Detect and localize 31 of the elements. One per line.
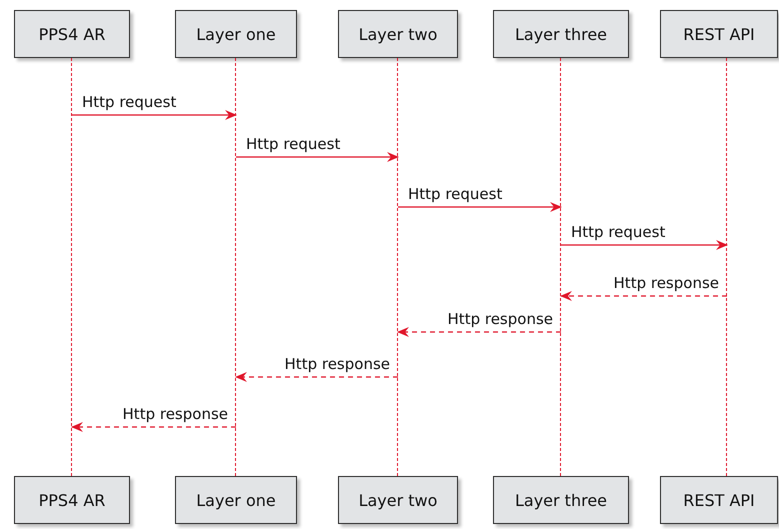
lifeline <box>726 58 728 476</box>
participant-box: Layer two <box>338 10 458 58</box>
message-arrow <box>71 422 236 432</box>
message-arrow <box>235 372 398 382</box>
edge-label: Http response <box>120 405 230 423</box>
edge-label: Http request <box>569 223 668 241</box>
edge-label: Http request <box>80 93 178 111</box>
edge-label: Http response <box>282 355 392 373</box>
message-arrow <box>398 202 562 212</box>
participant-box: Layer one <box>175 10 297 58</box>
lifeline <box>397 58 399 476</box>
edge-label: Http response <box>612 274 721 292</box>
participant-box: Layer three <box>493 10 629 58</box>
participant-box: REST API <box>660 10 778 58</box>
message-arrow <box>72 110 237 120</box>
participant-box: REST API <box>660 476 778 524</box>
message-arrow <box>236 152 399 162</box>
edge-label: Http request <box>244 135 342 153</box>
edge-label: Http response <box>446 310 555 328</box>
participant-box: Layer one <box>175 476 297 524</box>
message-arrow <box>397 327 561 337</box>
lifeline <box>235 58 237 476</box>
participant-box: Layer three <box>493 476 629 524</box>
lifeline <box>71 58 73 476</box>
edge-label: Http request <box>406 185 504 203</box>
lifeline <box>560 58 562 476</box>
participant-box: PPS4 AR <box>14 10 130 58</box>
message-arrow <box>561 240 728 250</box>
participant-box: PPS4 AR <box>14 476 130 524</box>
message-arrow <box>560 291 727 301</box>
participant-box: Layer two <box>338 476 458 524</box>
